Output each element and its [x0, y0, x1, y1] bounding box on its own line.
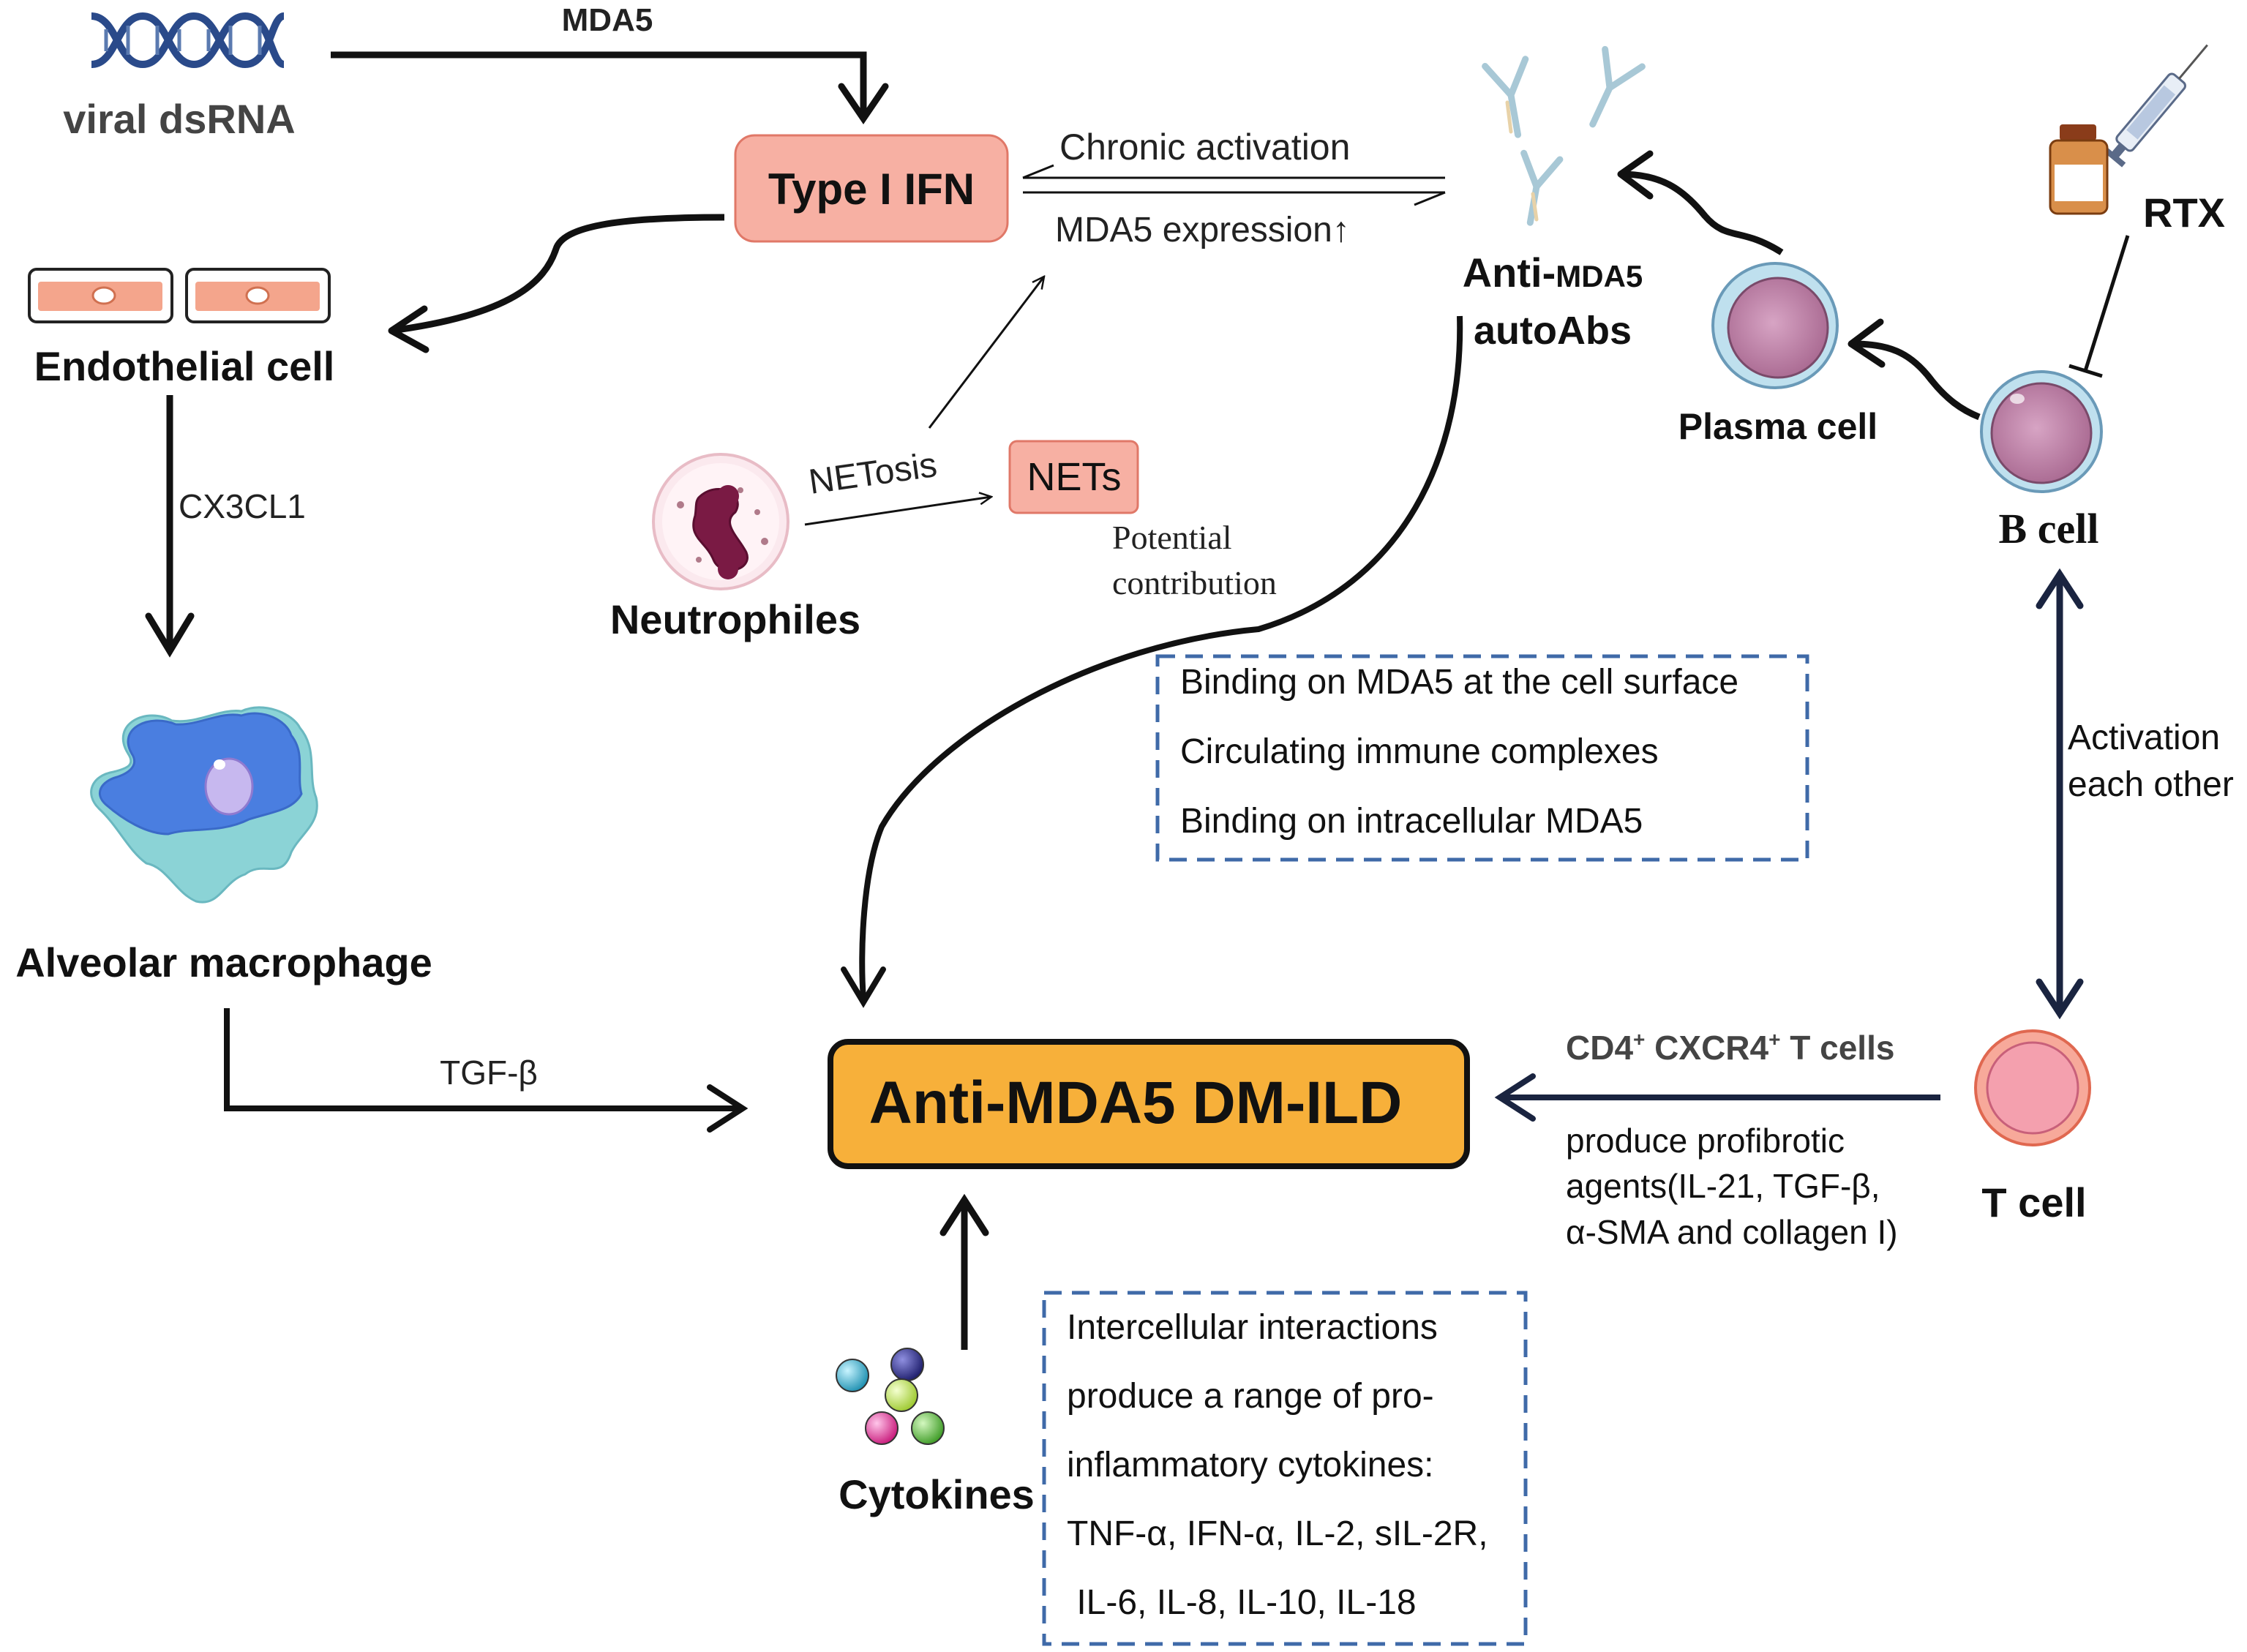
main-disease-box [828, 1039, 1470, 1169]
dna-helix-icon [91, 12, 285, 69]
antibody-tan-accents [1505, 100, 1539, 222]
neutrophil-icon [652, 453, 789, 590]
binding-item-3: Binding on intracellular MDA5 [1180, 802, 1643, 841]
binding-item-2: Circulating immune complexes [1180, 732, 1659, 771]
activation-label-line2: each other [2068, 765, 2234, 804]
cytokine-line-3: inflammatory cytokines: [1067, 1446, 1434, 1484]
t-cell-icon [1974, 1029, 2091, 1146]
cytokines-icon [836, 1348, 945, 1445]
nets-box [1008, 440, 1139, 514]
tcell-to-disease-arrow [1494, 1073, 1940, 1122]
profibrotic-line3: α-SMA and collagen I) [1566, 1213, 1898, 1251]
b-cell-label: B cell [1999, 505, 2099, 552]
neutrophil-to-nets-arrow [804, 497, 991, 526]
autoabs-to-disease-arrow [841, 315, 1463, 1008]
type1-ifn-label: Type I IFN [768, 165, 975, 214]
vial-icon [2049, 124, 2109, 215]
b-cell-icon [1980, 370, 2103, 493]
activation-label-line1: Activation [2068, 718, 2220, 757]
ifn-to-endothelial-arrow [388, 214, 725, 353]
mda5-arrow [331, 51, 889, 124]
syringe-icon [2101, 44, 2208, 168]
cytokine-line-4: TNF-α, IFN-α, IL-2, sIL-2R, [1067, 1514, 1488, 1553]
cx3cl1-label: CX3CL1 [179, 487, 306, 525]
cd4-cxcr4-tcells-label: CD4+ CXCR4+ T cells [1566, 1028, 1894, 1067]
bcell-to-plasma-arrow [1848, 318, 1981, 421]
anti-mda5-autoabs-label-line1: Anti-MDA5 [1463, 249, 1643, 296]
binding-mechanisms-box [1155, 654, 1809, 862]
cytokine-description-box [1042, 1291, 1528, 1646]
cytokines-label: Cytokines [839, 1471, 1035, 1517]
endothelial-cell-label: Endothelial cell [34, 343, 335, 389]
binding-item-1: Binding on MDA5 at the cell surface [1180, 663, 1738, 702]
t-cell-label: T cell [1981, 1179, 2086, 1225]
cytokine-line-5: IL-6, IL-8, IL-10, IL-18 [1067, 1583, 1417, 1622]
main-disease-label: Anti-MDA5 DM-ILD [869, 1070, 1403, 1136]
neutrophiles-label: Neutrophiles [610, 596, 860, 642]
plasma-cell-icon [1711, 262, 1839, 389]
chronic-activation-label: Chronic activation [1059, 127, 1350, 168]
alveolar-macrophage-label: Alveolar macrophage [15, 939, 432, 985]
bcell-tcell-double-arrow [2036, 568, 2084, 1020]
alveolar-macrophage-icon [90, 706, 318, 904]
plasma-cell-label: Plasma cell [1678, 406, 1877, 447]
rtx-label: RTX [2143, 189, 2225, 236]
cytokine-line-2: produce a range of pro- [1067, 1377, 1434, 1416]
endothelial-cell-icon [28, 268, 331, 323]
cytokine-line-1: Intercellular interactions [1067, 1308, 1438, 1347]
macrophage-to-disease-arrow [224, 1008, 749, 1133]
anti-mda5-autoabs-label-line2: autoAbs [1474, 309, 1632, 353]
potential-contribution-line2: contribution [1112, 564, 1277, 601]
profibrotic-line2: agents(IL-21, TGF-β, [1566, 1167, 1880, 1205]
mda5-top-label: MDA5 [562, 2, 653, 38]
tgf-beta-label: TGF-β [440, 1054, 538, 1092]
rtx-inhibition-line [2068, 235, 2130, 378]
profibrotic-line1: produce profibrotic [1566, 1122, 1845, 1160]
neutrophil-to-ifn-arrow [928, 277, 1044, 429]
type1-ifn-box [734, 134, 1009, 243]
endothelial-to-macrophage-arrow [145, 395, 195, 658]
potential-contribution-line1: Potential [1112, 519, 1232, 556]
cytokines-to-disease-arrow [939, 1193, 989, 1350]
mda5-expression-label: MDA5 expression↑ [1055, 211, 1350, 249]
viral-dsrna-label: viral dsRNA [63, 96, 295, 142]
antibody-icons [1482, 45, 1646, 226]
bidirectional-harpoon-arrows [1022, 164, 1446, 206]
nets-label: NETs [1027, 455, 1121, 499]
netosis-label: NETosis [806, 446, 939, 502]
plasma-to-antibody-arrow [1617, 150, 1784, 255]
